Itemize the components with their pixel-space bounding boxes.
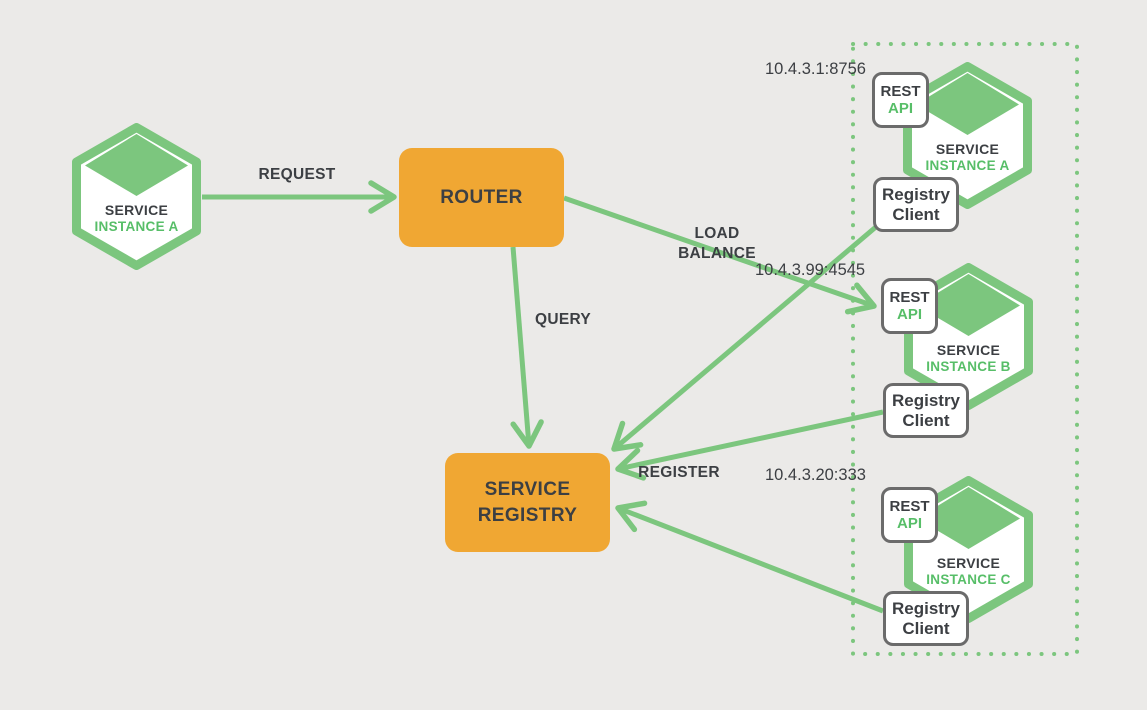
load-balance-edge-label: LOAD BALANCE (678, 225, 756, 263)
service-registry-label-line2: REGISTRY (477, 504, 578, 526)
ip-label-instance-b: 10.4.3.99:4545 (755, 261, 866, 279)
registry-client-box-instance-b: Registry Client (883, 383, 969, 438)
register-edge-label: REGISTER (638, 464, 720, 481)
query-edge-label: QUERY (534, 311, 592, 328)
instances-group-dotted-border (851, 42, 1079, 656)
rest-api-box-instance-a: REST API (872, 72, 929, 128)
registry-client-box-instance-a: Registry Client (873, 177, 959, 232)
ip-label-instance-a: 10.4.3.1:8756 (765, 60, 866, 78)
service-hexagon-icon (72, 123, 201, 270)
client-service-instance-node: SERVICE INSTANCE A (70, 123, 203, 270)
load-balance-arrow (563, 195, 877, 315)
router-label: ROUTER (440, 186, 523, 208)
request-edge-label: REQUEST (258, 166, 336, 183)
service-instance-name: INSTANCE C (926, 571, 1011, 587)
rest-api-box-instance-b: REST API (881, 278, 938, 334)
service-instance-a-node: SERVICE INSTANCE A (901, 62, 1034, 209)
service-name: SERVICE (935, 141, 1000, 158)
register-arrow-instance-b (615, 409, 884, 481)
register-arrow-instance-a (611, 224, 879, 452)
registry-client-box-instance-c: Registry Client (883, 591, 969, 646)
service-instance-name: INSTANCE A (925, 157, 1010, 173)
service-name: SERVICE (936, 342, 1001, 359)
service-registry-label-line1: SERVICE (484, 478, 571, 500)
service-name: SERVICE (936, 555, 1001, 572)
register-arrow-instance-c (615, 500, 884, 614)
service-registry-node: SERVICE REGISTRY (445, 453, 610, 552)
service-instance-name: INSTANCE B (926, 358, 1011, 374)
ip-label-instance-c: 10.4.3.20:333 (765, 466, 866, 484)
rest-api-box-instance-c: REST API (881, 487, 938, 543)
query-arrow (510, 246, 544, 449)
service-instance-name: INSTANCE A (94, 218, 179, 234)
router-node: ROUTER (399, 148, 564, 247)
service-name: SERVICE (104, 202, 169, 219)
service-hexagon-icon (903, 62, 1032, 209)
